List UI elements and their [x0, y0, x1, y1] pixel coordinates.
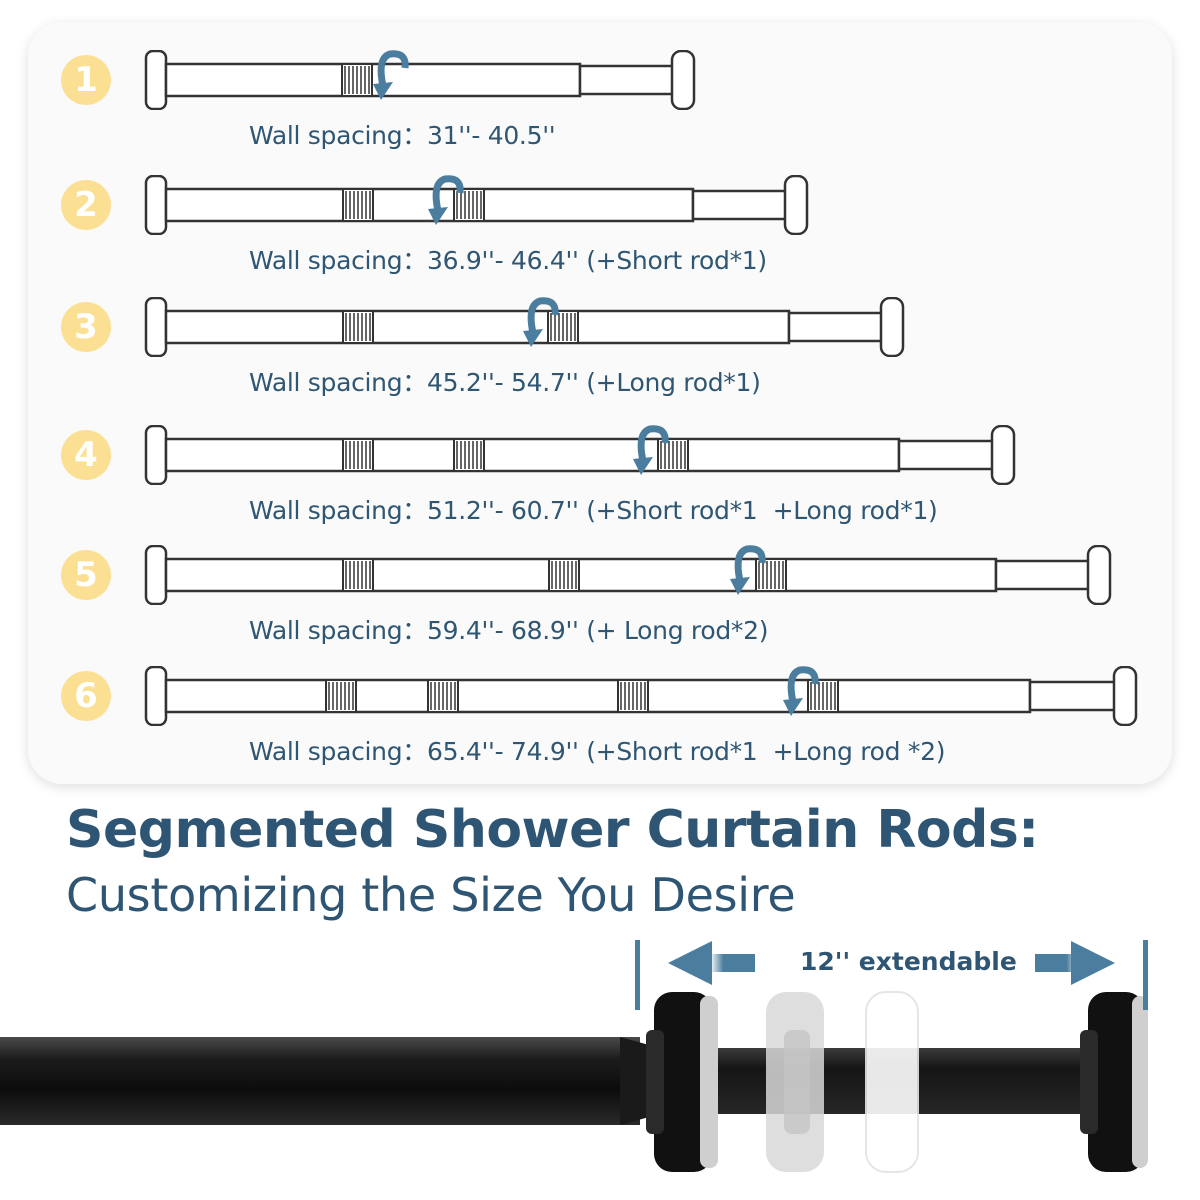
- rod-end-cap: [990, 425, 1016, 485]
- rod-inner-tube: [1028, 680, 1118, 712]
- rod-end-cap: [144, 666, 168, 726]
- wall-spacing-value: 45.2''- 54.7'' (+Long rod*1): [427, 368, 761, 397]
- rod-end-cap: [670, 50, 696, 110]
- rod-right-flange: [1088, 992, 1144, 1172]
- twist-arrow-icon: [783, 666, 819, 716]
- wall-spacing-value: 51.2''- 60.7'' (+Short rod*1 +Long rod*1…: [427, 496, 938, 525]
- wall-spacing-label: Wall spacing：: [249, 121, 427, 150]
- rod-tube: [164, 437, 901, 473]
- rod-inner-tube: [787, 311, 885, 343]
- rod-end-cap: [783, 175, 809, 235]
- rod-diagram: [144, 175, 809, 235]
- rod-tube: [164, 678, 1032, 714]
- rod-joint: [657, 438, 689, 472]
- step-number-badge: 1: [61, 55, 111, 105]
- rod-joint: [453, 438, 485, 472]
- wall-spacing-value: 59.4''- 68.9'' (+ Long rod*2): [427, 616, 769, 645]
- subheadline: Customizing the Size You Desire: [66, 868, 796, 922]
- arrow-right-icon: [1035, 941, 1115, 985]
- rod-joint: [617, 679, 649, 713]
- step-number-badge: 3: [61, 302, 111, 352]
- wall-spacing-label: Wall spacing：: [249, 368, 427, 397]
- rod-inner-tube: [578, 64, 676, 96]
- rod-end-cap: [144, 297, 168, 357]
- headline: Segmented Shower Curtain Rods:: [66, 800, 1039, 860]
- rod-left-flange: [654, 992, 712, 1172]
- rod-end-cap: [144, 50, 168, 110]
- rod-inner-tube: [897, 439, 996, 471]
- twist-arrow-icon: [730, 545, 766, 595]
- rod-joint: [547, 310, 579, 344]
- rod-main-tube: [0, 1037, 640, 1125]
- rod-end-cap: [879, 297, 905, 357]
- wall-spacing-value: 31''- 40.5'': [427, 121, 556, 150]
- rod-end-cap: [144, 545, 168, 605]
- wall-spacing-value: 65.4''- 74.9'' (+Short rod*1 +Long rod *…: [427, 737, 946, 766]
- rod-tube: [164, 309, 791, 345]
- rod-joint: [342, 188, 374, 222]
- rod-joint: [342, 310, 374, 344]
- rod-diagram: [144, 666, 1138, 726]
- rod-end-cap: [144, 175, 168, 235]
- diagram-panel: [28, 22, 1172, 784]
- rod-end-cap: [1112, 666, 1138, 726]
- extendable-label: 12'' extendable: [800, 947, 1017, 976]
- wall-spacing-text: Wall spacing：45.2''- 54.7'' (+Long rod*1…: [249, 363, 761, 399]
- twist-arrow-icon: [633, 425, 669, 475]
- twist-arrow-icon: [428, 175, 464, 225]
- rod-diagram: [144, 297, 905, 357]
- rod-joint: [341, 63, 373, 97]
- rod-diagram: [144, 545, 1112, 605]
- wall-spacing-label: Wall spacing：: [249, 616, 427, 645]
- wall-spacing-label: Wall spacing：: [249, 496, 427, 525]
- step-number-badge: 5: [61, 550, 111, 600]
- extension-start-marker: [635, 940, 640, 1010]
- rod-inner-tube: [994, 559, 1092, 591]
- rod-joint: [548, 558, 580, 592]
- step-number-badge: 2: [61, 180, 111, 230]
- rod-end-cap: [144, 425, 168, 485]
- wall-spacing-text: Wall spacing：65.4''- 74.9'' (+Short rod*…: [249, 732, 945, 768]
- rod-diagram: [144, 425, 1016, 485]
- rod-joint: [807, 679, 839, 713]
- step-number-badge: 4: [61, 430, 111, 480]
- rod-inner-tube: [691, 189, 789, 221]
- rod-joint: [755, 558, 787, 592]
- rod-photo: [0, 940, 1148, 1173]
- rod-joint: [427, 679, 459, 713]
- rod-tube: [164, 557, 998, 593]
- wall-spacing-text: Wall spacing：51.2''- 60.7'' (+Short rod*…: [249, 491, 938, 527]
- twist-arrow-icon: [523, 297, 559, 347]
- extension-end-marker: [1143, 940, 1148, 1010]
- rod-joint: [325, 679, 357, 713]
- arrow-left-icon: [668, 941, 755, 985]
- rod-joint: [342, 438, 374, 472]
- rod-diagram: [144, 50, 696, 110]
- rod-joint: [453, 188, 485, 222]
- wall-spacing-text: Wall spacing：36.9''- 46.4'' (+Short rod*…: [249, 241, 767, 277]
- wall-spacing-label: Wall spacing：: [249, 246, 427, 275]
- step-number-badge: 6: [61, 671, 111, 721]
- wall-spacing-value: 36.9''- 46.4'' (+Short rod*1): [427, 246, 767, 275]
- wall-spacing-text: Wall spacing：31''- 40.5'': [249, 116, 556, 152]
- rod-joint: [342, 558, 374, 592]
- rod-tube: [164, 187, 695, 223]
- twist-arrow-icon: [373, 50, 409, 100]
- wall-spacing-text: Wall spacing：59.4''- 68.9'' (+ Long rod*…: [249, 611, 768, 647]
- rod-end-cap: [1086, 545, 1112, 605]
- wall-spacing-label: Wall spacing：: [249, 737, 427, 766]
